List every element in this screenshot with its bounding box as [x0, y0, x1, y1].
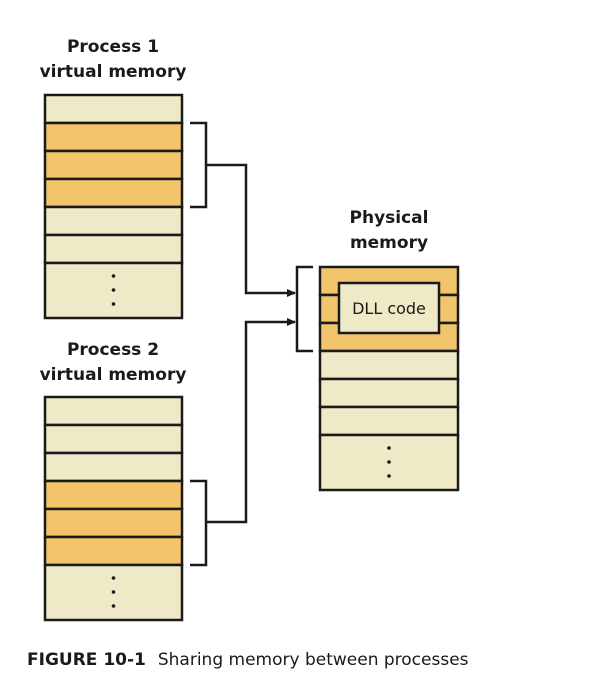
- process1-shared-bracket: [190, 121, 208, 209]
- process1-page-shared: [43, 149, 184, 181]
- process2-shared-bracket: [190, 479, 208, 567]
- process2-title-line1: Process 2: [67, 340, 159, 360]
- dll-code-label: DLL code: [352, 299, 426, 318]
- dll-code-box: [337, 281, 441, 335]
- process2-ellipsis-dot: [111, 604, 116, 608]
- physical-page-light: [318, 349, 460, 381]
- process1-page-light: [43, 93, 184, 125]
- process1-page-light: [43, 205, 184, 237]
- process1-ellipsis-dot: [111, 288, 116, 292]
- figure-caption-text: Sharing memory between processes: [158, 650, 469, 670]
- process2-memory-column: [43, 395, 184, 622]
- process2-page-shared: [43, 535, 184, 567]
- process2-ellipsis-dot: [111, 576, 116, 580]
- physical-title-line1: Physical: [350, 208, 429, 228]
- process2-page-light: [43, 395, 184, 427]
- physical-title-line2: memory: [350, 233, 428, 253]
- physical-page-light: [318, 405, 460, 437]
- process2-page-light: [43, 451, 184, 483]
- process2-ellipsis-dot: [111, 590, 116, 594]
- process1-memory-column: [43, 93, 184, 320]
- process2-page-shared: [43, 479, 184, 511]
- figure-caption: FIGURE 10-1 Sharing memory between proce…: [27, 650, 469, 670]
- process2-to-physical-arrow: [206, 318, 296, 524]
- process2-page-shared: [43, 507, 184, 539]
- physical-ellipsis-dot: [387, 446, 391, 450]
- physical-ellipsis-dot: [387, 460, 391, 464]
- process1-page-shared: [43, 121, 184, 153]
- process1-ellipsis-dot: [111, 302, 116, 306]
- process1-page-light: [43, 233, 184, 265]
- process1-to-physical-arrow: [206, 163, 296, 297]
- process2-title-line2: virtual memory: [40, 365, 187, 385]
- physical-shared-bracket: [295, 265, 313, 353]
- process2-page-light: [43, 423, 184, 455]
- process1-title-line2: virtual memory: [40, 62, 187, 82]
- figure-caption-label: FIGURE 10-1: [27, 650, 146, 670]
- process1-ellipsis-dot: [111, 274, 116, 278]
- physical-ellipsis-dot: [387, 474, 391, 478]
- physical-page-light: [318, 377, 460, 409]
- process1-page-shared: [43, 177, 184, 209]
- process1-title-line1: Process 1: [67, 37, 159, 57]
